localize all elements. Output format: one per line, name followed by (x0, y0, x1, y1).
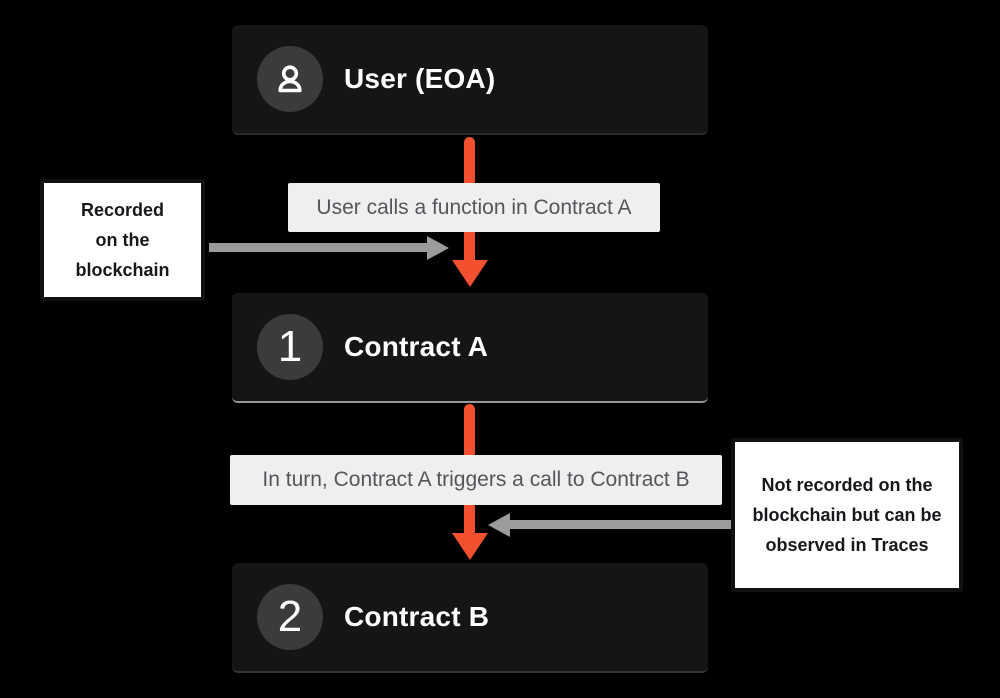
node-contract-a: 1 Contract A (232, 293, 708, 403)
annotation-arrow-right-arrowhead-icon (427, 236, 449, 260)
annotation-arrow-left-shaft (209, 243, 428, 252)
node-title-contract-a: Contract A (344, 331, 489, 362)
flow-arrow-a-to-b-arrowhead-icon (452, 533, 488, 560)
note-not-recorded-observed-in-traces: Not recorded on the blockchain but can b… (731, 438, 963, 592)
user-icon (278, 65, 302, 93)
note-text: Recorded on the blockchain (75, 200, 170, 280)
node-title-contract-b: Contract B (344, 601, 490, 632)
note-text: Not recorded on the blockchain but can b… (752, 475, 942, 555)
user-avatar-badge (257, 46, 323, 112)
flow-arrow-user-to-a-arrowhead-icon (452, 260, 488, 287)
annotation-arrow-left-arrowhead-icon (488, 513, 510, 537)
node-user-eoa: User (EOA) (232, 25, 708, 135)
node-title-user: User (EOA) (344, 63, 496, 94)
flow-label-triggers-contract-b: In turn, Contract A triggers a call to C… (230, 455, 722, 505)
note-recorded-on-blockchain: Recorded on the blockchain (40, 179, 205, 301)
step-2-badge: 2 (257, 584, 323, 650)
node-contract-b: 2 Contract B (232, 563, 708, 673)
step-1-badge: 1 (257, 314, 323, 380)
flow-label-call-contract-a: User calls a function in Contract A (288, 183, 660, 232)
annotation-arrow-right-shaft (510, 520, 731, 529)
